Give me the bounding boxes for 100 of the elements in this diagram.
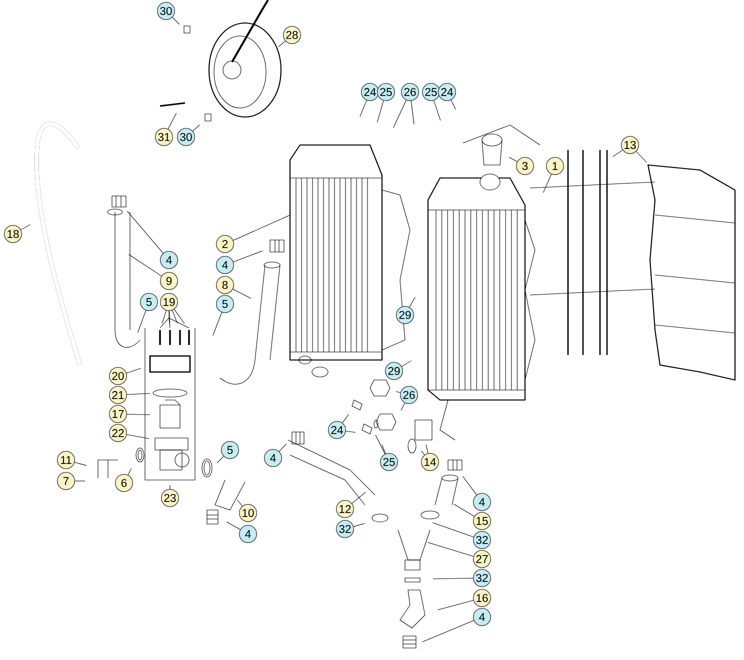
- leader-line: [396, 391, 401, 393]
- leader-line: [233, 250, 263, 262]
- callout-number: 5: [140, 293, 158, 311]
- callout-number: 10: [239, 504, 257, 522]
- leader-line: [462, 476, 477, 496]
- callout-number: 28: [283, 26, 301, 44]
- callout-number: 4: [473, 608, 491, 626]
- leader-line: [232, 288, 252, 299]
- callout-number: 31: [155, 128, 173, 146]
- callout-number: 4: [473, 493, 491, 511]
- callout-number: 5: [221, 441, 239, 459]
- callout-number: 18: [4, 225, 22, 243]
- leader-line: [20, 224, 31, 230]
- leader-line: [352, 492, 366, 504]
- leader-line: [421, 450, 425, 456]
- callout-number: 30: [157, 2, 175, 20]
- leader-line: [216, 456, 224, 464]
- leader-line: [426, 444, 428, 454]
- leader-line: [126, 393, 150, 395]
- callout-number: 24: [361, 83, 379, 101]
- leader-line: [393, 100, 406, 128]
- leader-line: [138, 310, 146, 333]
- callout-number: 9: [160, 272, 178, 290]
- callout-number: 25: [380, 453, 398, 471]
- leader-line: [636, 151, 647, 163]
- callout-number: 4: [216, 256, 234, 274]
- callout-number: 4: [160, 251, 178, 269]
- callout-number: 5: [216, 295, 234, 313]
- leader-line: [74, 462, 86, 466]
- leader-line: [508, 156, 518, 162]
- callout-number: 2: [216, 235, 234, 253]
- callout-number: 27: [473, 550, 491, 568]
- leader-line: [126, 368, 142, 374]
- leader-line: [376, 100, 384, 123]
- callout-number: 25: [422, 83, 440, 101]
- callout-number: 20: [109, 367, 127, 385]
- callout-number: 23: [161, 489, 179, 507]
- leader-line: [427, 542, 474, 557]
- callout-number: 4: [264, 449, 282, 467]
- callout-number: 4: [239, 525, 257, 543]
- callout-number: 19: [160, 293, 178, 311]
- callout-number: 11: [57, 451, 75, 469]
- callout-number: 32: [473, 531, 491, 549]
- leader-line: [162, 310, 167, 324]
- callout-number: 25: [377, 83, 395, 101]
- callout-number: 26: [400, 386, 418, 404]
- leader-line: [346, 430, 356, 433]
- leader-line: [437, 600, 474, 610]
- callout-number: 24: [328, 421, 346, 439]
- leader-line: [375, 434, 386, 454]
- leader-line: [128, 254, 162, 276]
- callout-number: 12: [336, 500, 354, 518]
- callout-number: 7: [57, 472, 75, 490]
- leader-line: [126, 414, 150, 416]
- callout-number: 21: [109, 386, 127, 404]
- callout-number: 29: [385, 362, 403, 380]
- leader-line: [400, 402, 406, 411]
- leader-line: [212, 312, 222, 336]
- leader-line: [401, 360, 412, 367]
- leader-line: [74, 480, 86, 482]
- callout-number: 32: [336, 520, 354, 538]
- leader-line: [454, 504, 475, 517]
- callout-number: 22: [109, 424, 127, 442]
- leader-line: [422, 620, 474, 642]
- leader-line: [192, 124, 200, 132]
- leader-line: [226, 522, 240, 530]
- leader-line: [278, 40, 286, 48]
- leader-line: [168, 112, 177, 130]
- leader-line: [169, 310, 170, 324]
- leader-line: [432, 522, 474, 538]
- leader-line: [382, 444, 386, 454]
- leader-line: [353, 523, 365, 527]
- leader-line: [410, 100, 414, 124]
- leader-line: [232, 214, 290, 241]
- callout-number: 16: [473, 589, 491, 607]
- leader-line: [237, 500, 243, 506]
- callout-number: 3: [516, 157, 534, 175]
- leader-line: [126, 210, 164, 254]
- leader-line: [450, 100, 456, 110]
- leader-line: [434, 100, 441, 121]
- leader-line: [409, 296, 416, 308]
- leader-line: [342, 414, 350, 424]
- callout-number: 29: [396, 306, 414, 324]
- callout-number: 15: [473, 512, 491, 530]
- callout-number: 24: [438, 83, 456, 101]
- callout-number: 8: [216, 276, 234, 294]
- leader-line: [172, 310, 178, 324]
- leader-line: [360, 100, 367, 117]
- leader-line: [126, 434, 150, 439]
- leader-line: [128, 468, 132, 476]
- leader-line: [612, 150, 623, 157]
- callout-number: 1: [546, 157, 564, 175]
- leader-line: [174, 309, 185, 324]
- leader-line: [542, 174, 552, 193]
- callout-number: 26: [401, 83, 419, 101]
- callout-number: 13: [621, 136, 639, 154]
- callout-number: 14: [421, 453, 439, 471]
- leader-line: [278, 444, 287, 452]
- callout-number: 6: [115, 474, 133, 492]
- callout-number: 30: [177, 128, 195, 146]
